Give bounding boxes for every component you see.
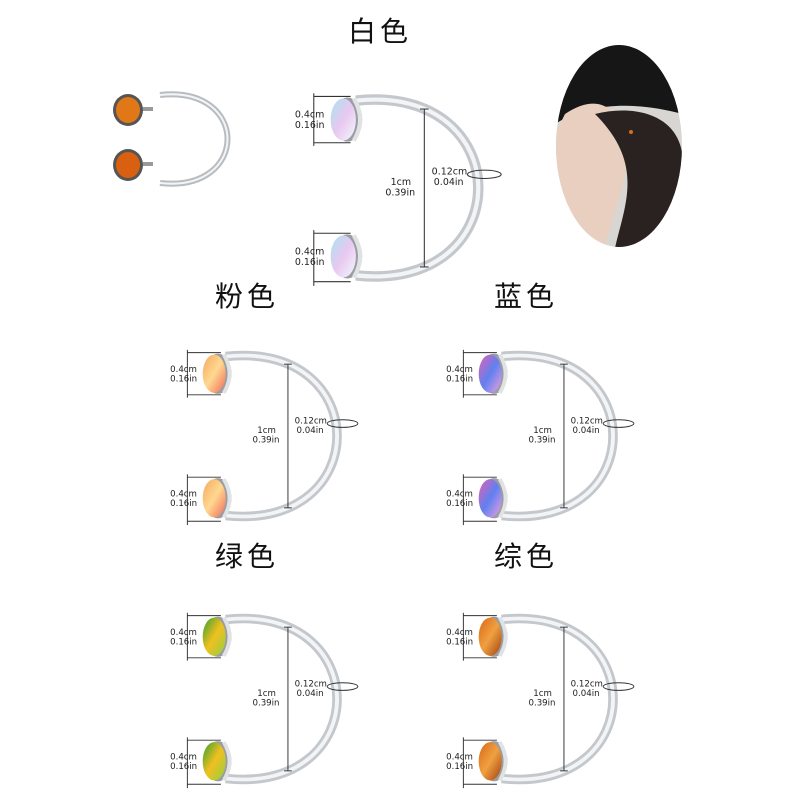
dim-length_cm: 1cm xyxy=(533,426,552,436)
dim-length_in: 0.39in xyxy=(253,699,280,709)
dim-gauge_cm: 0.12cm xyxy=(295,680,327,690)
dim-gem_in: 0.16in xyxy=(295,257,325,268)
dim-gem_cm: 0.4cm xyxy=(170,365,197,375)
horseshoe-bar xyxy=(355,94,484,282)
gem-bottom xyxy=(202,478,232,519)
dim-gem_in: 0.16in xyxy=(170,374,197,384)
model-photo xyxy=(556,45,682,247)
gem-bottom xyxy=(202,741,232,782)
dim-gem_cm: 0.4cm xyxy=(446,752,473,762)
label-blue: 蓝色 xyxy=(494,280,559,313)
gem-bottom xyxy=(478,478,508,519)
gem-top xyxy=(330,97,363,142)
gem-top xyxy=(202,616,232,657)
gem-bottom xyxy=(478,741,508,782)
label-pink: 粉色 xyxy=(215,280,280,313)
label-green: 绿色 xyxy=(215,540,280,573)
dim-gauge_cm: 0.12cm xyxy=(432,166,468,177)
gem-bottom xyxy=(330,234,363,279)
dim-length_cm: 1cm xyxy=(391,177,411,188)
dim-gem_cm: 0.4cm xyxy=(446,489,473,499)
dim-length_cm: 1cm xyxy=(533,689,552,699)
label-brown: 综色 xyxy=(494,540,559,573)
dim-length_cm: 1cm xyxy=(257,426,276,436)
dim-gem_cm: 0.4cm xyxy=(170,489,197,499)
dim-gem_cm: 0.4cm xyxy=(295,109,325,120)
gauge-indicator xyxy=(466,169,502,180)
gauge-indicator xyxy=(602,419,635,428)
gem-top xyxy=(202,353,232,394)
dim-gem_in: 0.16in xyxy=(170,762,197,772)
dim-gem_cm: 0.4cm xyxy=(446,628,473,638)
dim-gauge_in: 0.04in xyxy=(573,689,600,699)
dim-gauge_cm: 0.12cm xyxy=(295,417,327,427)
dim-gem_in: 0.16in xyxy=(170,499,197,509)
dim-gem_cm: 0.4cm xyxy=(170,752,197,762)
label-white: 白色 xyxy=(348,15,413,48)
gauge-indicator xyxy=(326,682,359,691)
dim-length_cm: 1cm xyxy=(257,689,276,699)
dim-gem_in: 0.16in xyxy=(170,637,197,647)
dim-length_in: 0.39in xyxy=(253,436,280,446)
gem-top xyxy=(478,616,508,657)
disassembled-ring-image xyxy=(113,91,231,187)
dim-gem_in: 0.16in xyxy=(446,762,473,772)
dim-gem_in: 0.16in xyxy=(446,499,473,509)
dim-gem_in: 0.16in xyxy=(446,637,473,647)
dim-gem_in: 0.16in xyxy=(295,120,325,131)
dim-gem_cm: 0.4cm xyxy=(170,628,197,638)
dim-gauge_cm: 0.12cm xyxy=(571,680,603,690)
dim-length_in: 0.39in xyxy=(529,699,556,709)
dim-length_in: 0.39in xyxy=(529,436,556,446)
dim-gauge_cm: 0.12cm xyxy=(571,417,603,427)
dim-gem_in: 0.16in xyxy=(446,374,473,384)
gauge-indicator xyxy=(326,419,359,428)
dim-length_in: 0.39in xyxy=(385,187,415,198)
dim-gauge_in: 0.04in xyxy=(297,689,324,699)
gauge-indicator xyxy=(602,682,635,691)
dim-gauge_in: 0.04in xyxy=(434,177,464,188)
gem-top xyxy=(478,353,508,394)
dim-gem_cm: 0.4cm xyxy=(295,246,325,257)
dim-gauge_in: 0.04in xyxy=(573,426,600,436)
dim-gauge_in: 0.04in xyxy=(297,426,324,436)
dim-gem_cm: 0.4cm xyxy=(446,365,473,375)
